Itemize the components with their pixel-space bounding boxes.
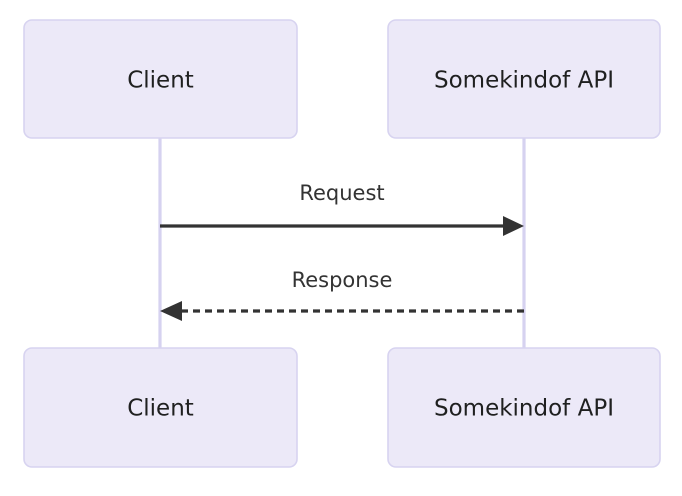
participant-label-client-top: Client — [127, 68, 194, 94]
participant-label-client-bottom: Client — [127, 396, 194, 422]
participant-label-api-top: Somekindof API — [434, 68, 614, 94]
lifelines-group — [158, 138, 526, 348]
participant-label-api-bottom: Somekindof API — [434, 396, 614, 422]
message-label-response: Response — [292, 268, 393, 292]
message-label-request: Request — [299, 181, 384, 205]
participant-bottom-api[interactable]: Somekindof API — [387, 347, 661, 468]
participant-box-api-top[interactable] — [387, 19, 661, 139]
message-response[interactable]: Response — [160, 268, 524, 321]
participant-top-client[interactable]: Client — [23, 19, 298, 139]
message-request[interactable]: Request — [160, 181, 524, 236]
participant-top-api[interactable]: Somekindof API — [387, 19, 661, 139]
participant-bottom-client[interactable]: Client — [23, 347, 298, 468]
arrowhead-request-right — [503, 216, 524, 236]
arrowhead-response-left — [160, 301, 182, 321]
participant-box-client-top[interactable] — [23, 19, 298, 139]
participant-box-client-bottom[interactable] — [23, 347, 298, 468]
participant-box-api-bottom[interactable] — [387, 347, 661, 468]
